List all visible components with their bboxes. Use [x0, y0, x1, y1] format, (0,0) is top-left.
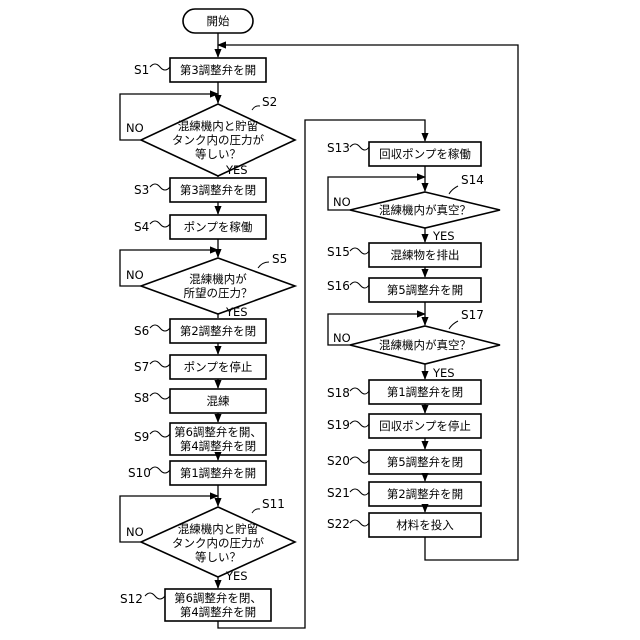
step-s21-text: 第2調整弁を開 — [387, 487, 463, 501]
step-s22-text: 材料を投入 — [396, 518, 454, 532]
step-s10-text: 第1調整弁を開 — [180, 466, 256, 480]
step-s12-line1: 第6調整弁を閉、 — [174, 591, 262, 605]
step-s6-text: 第2調整弁を閉 — [180, 324, 256, 338]
step-s10-id: S10 — [128, 466, 151, 480]
step-s21-id: S21 — [327, 486, 350, 500]
decision-s11-line2: タンク内の圧力が — [172, 536, 264, 550]
step-s4-text: ポンプを稼働 — [184, 220, 253, 234]
step-s9-id: S9 — [134, 430, 149, 444]
step-s17-id: S17 — [461, 308, 484, 322]
decision-s2-line3: 等しい？ — [195, 147, 241, 161]
decision-s5-line2: 所望の圧力？ — [184, 286, 253, 300]
start-label: 開始 — [207, 14, 230, 28]
step-s13-text: 回収ポンプを稼働 — [379, 147, 471, 161]
step-s16-text: 第5調整弁を開 — [387, 283, 463, 297]
decision-s14-yes: YES — [432, 229, 455, 243]
decision-s2-line1: 混練機内と貯留 — [178, 119, 259, 133]
step-s15-text: 混練物を排出 — [391, 248, 460, 262]
step-s11-id: S11 — [262, 497, 285, 511]
step-s3-id: S3 — [134, 183, 149, 197]
step-s16-id: S16 — [327, 279, 350, 293]
step-s5-id: S5 — [272, 252, 287, 266]
decision-s17-yes: YES — [432, 366, 455, 380]
step-s20-id: S20 — [327, 454, 350, 468]
step-s13-id: S13 — [327, 141, 350, 155]
decision-s11-line3: 等しい？ — [195, 550, 241, 564]
decision-s14-text: 混練機内が真空？ — [379, 203, 471, 217]
step-s12-line2: 第4調整弁を開 — [180, 605, 256, 619]
step-s2-id: S2 — [262, 95, 277, 109]
step-s19-id: S19 — [327, 418, 350, 432]
step-s4-id: S4 — [134, 220, 149, 234]
decision-s17-text: 混練機内が真空？ — [379, 338, 471, 352]
step-s22-id: S22 — [327, 517, 350, 531]
decision-s2-no: NO — [126, 121, 144, 135]
step-s14-id: S14 — [461, 173, 484, 187]
step-s9-line2: 第4調整弁を閉 — [180, 439, 256, 453]
step-s7-text: ポンプを停止 — [184, 360, 253, 374]
step-s12-id: S12 — [120, 592, 143, 606]
step-s9-line1: 第6調整弁を開、 — [174, 425, 262, 439]
step-s3-text: 第3調整弁を閉 — [180, 183, 256, 197]
decision-s11-line1: 混練機内と貯留 — [178, 522, 259, 536]
step-s18-text: 第1調整弁を閉 — [387, 385, 463, 399]
step-s20-text: 第5調整弁を閉 — [387, 455, 463, 469]
step-s8-id: S8 — [134, 391, 149, 405]
step-s1-text: 第3調整弁を開 — [180, 63, 256, 77]
decision-s14-no: NO — [333, 195, 351, 209]
decision-s17-no: NO — [333, 331, 351, 345]
decision-s11-yes: YES — [225, 569, 248, 583]
step-s7-id: S7 — [134, 360, 149, 374]
step-s6-id: S6 — [134, 324, 149, 338]
decision-s2-yes: YES — [225, 163, 248, 177]
decision-s2-line2: タンク内の圧力が — [172, 133, 264, 147]
decision-s5-line1: 混練機内が — [189, 272, 247, 286]
step-s18-id: S18 — [327, 386, 350, 400]
step-s1-id: S1 — [134, 63, 149, 77]
step-s8-text: 混練 — [207, 394, 230, 408]
decision-s5-yes: YES — [225, 305, 248, 319]
step-s19-text: 回収ポンプを停止 — [379, 419, 471, 433]
decision-s5-no: NO — [126, 268, 144, 282]
step-s15-id: S15 — [327, 245, 350, 259]
decision-s11-no: NO — [126, 525, 144, 539]
